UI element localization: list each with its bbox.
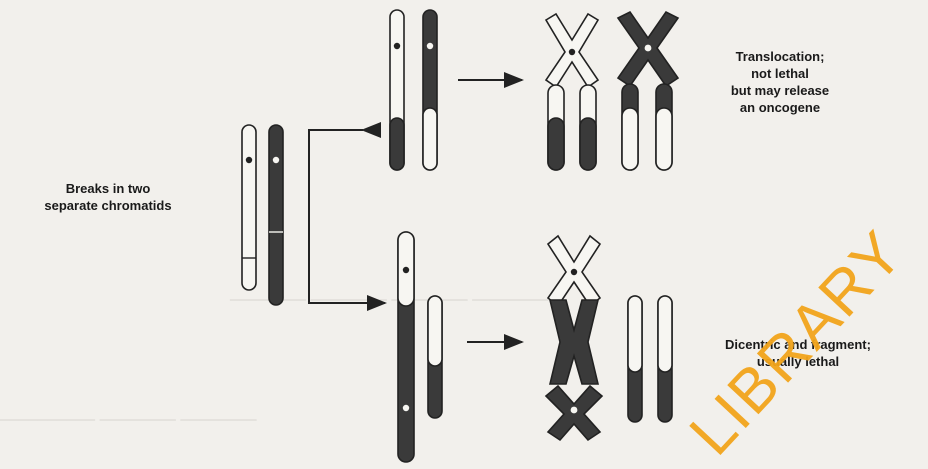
dicentric-chromosome bbox=[546, 236, 602, 440]
translocation-label-line: not lethal bbox=[700, 65, 860, 82]
dicentric-chromatid bbox=[398, 232, 414, 462]
original-chromosome-dark bbox=[269, 125, 283, 305]
acentric-fragment bbox=[428, 296, 442, 418]
original-chromosome-light bbox=[242, 125, 256, 290]
translocation-chromosome-dark bbox=[618, 12, 678, 170]
translocation-label-line: Translocation; bbox=[700, 48, 860, 65]
translocation-chromosome-light bbox=[546, 14, 598, 170]
top-chromatid-light bbox=[390, 10, 404, 170]
fragment-pair bbox=[628, 296, 672, 422]
breaks-label-line: separate chromatids bbox=[8, 197, 208, 214]
translocation-label-line: but may release bbox=[700, 82, 860, 99]
breaks-label: Breaks in two separate chromatids bbox=[8, 180, 208, 214]
breaks-label-line: Breaks in two bbox=[8, 180, 208, 197]
translocation-label: Translocation; not lethal but may releas… bbox=[700, 48, 860, 116]
top-chromatid-dark bbox=[423, 10, 437, 170]
branch-arrow-icon bbox=[309, 130, 385, 303]
translocation-label-line: an oncogene bbox=[700, 99, 860, 116]
